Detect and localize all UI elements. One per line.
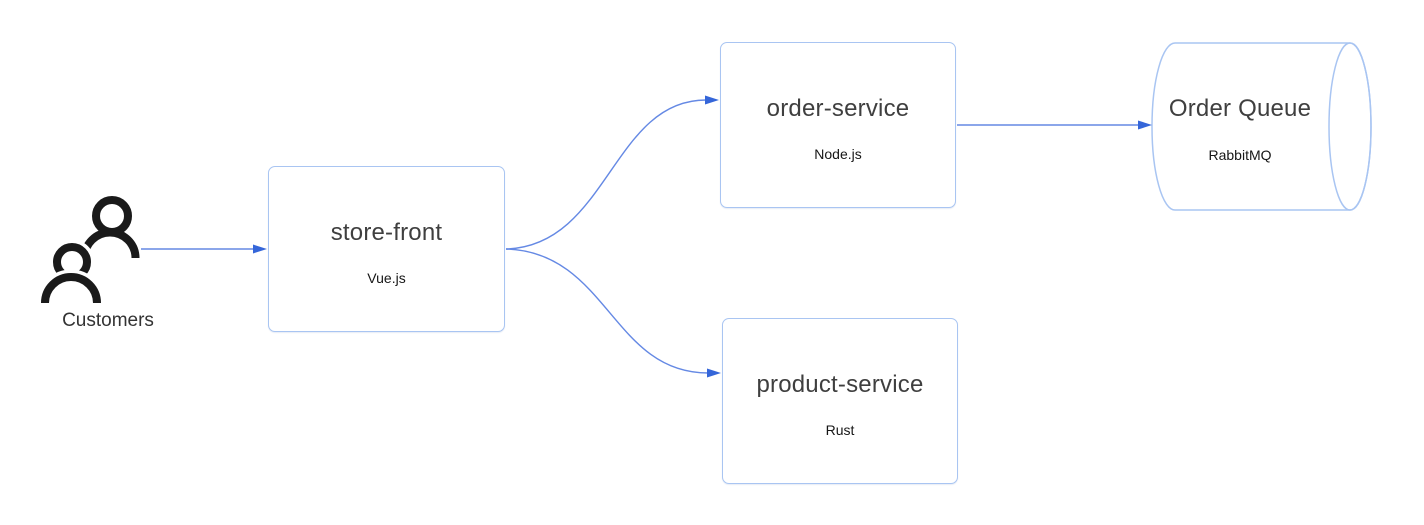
order-queue-cylinder bbox=[1151, 42, 1372, 211]
node-store-front-subtitle: Vue.js bbox=[367, 270, 406, 287]
customers-icon bbox=[37, 196, 140, 304]
customers-icon-front-shoulders bbox=[41, 273, 101, 304]
node-product-service-subtitle: Rust bbox=[825, 422, 855, 439]
arrowhead-product-service bbox=[707, 368, 721, 378]
arrowhead-order-queue bbox=[1138, 120, 1152, 130]
node-order-queue: Order Queue RabbitMQ bbox=[1154, 42, 1326, 208]
node-product-service-title: product-service bbox=[756, 371, 924, 399]
node-store-front: store-front Vue.js bbox=[268, 166, 505, 332]
edge-store-front-to-product-service bbox=[505, 248, 709, 374]
node-order-service-title: order-service bbox=[766, 95, 910, 123]
arrowhead-order-service bbox=[705, 95, 719, 105]
cylinder-end-cap bbox=[1328, 42, 1372, 211]
customers-icon-back-head bbox=[92, 196, 132, 236]
arrowhead-store-front bbox=[253, 244, 267, 254]
customers-label: Customers bbox=[62, 310, 154, 331]
node-order-service-subtitle: Node.js bbox=[814, 146, 862, 163]
node-product-service: product-service Rust bbox=[722, 318, 958, 484]
node-order-queue-subtitle: RabbitMQ bbox=[1208, 146, 1272, 163]
edge-store-front-to-order-service bbox=[505, 99, 707, 250]
node-order-queue-title: Order Queue bbox=[1168, 95, 1312, 123]
node-store-front-title: store-front bbox=[330, 219, 443, 247]
node-order-service: order-service Node.js bbox=[720, 42, 956, 208]
